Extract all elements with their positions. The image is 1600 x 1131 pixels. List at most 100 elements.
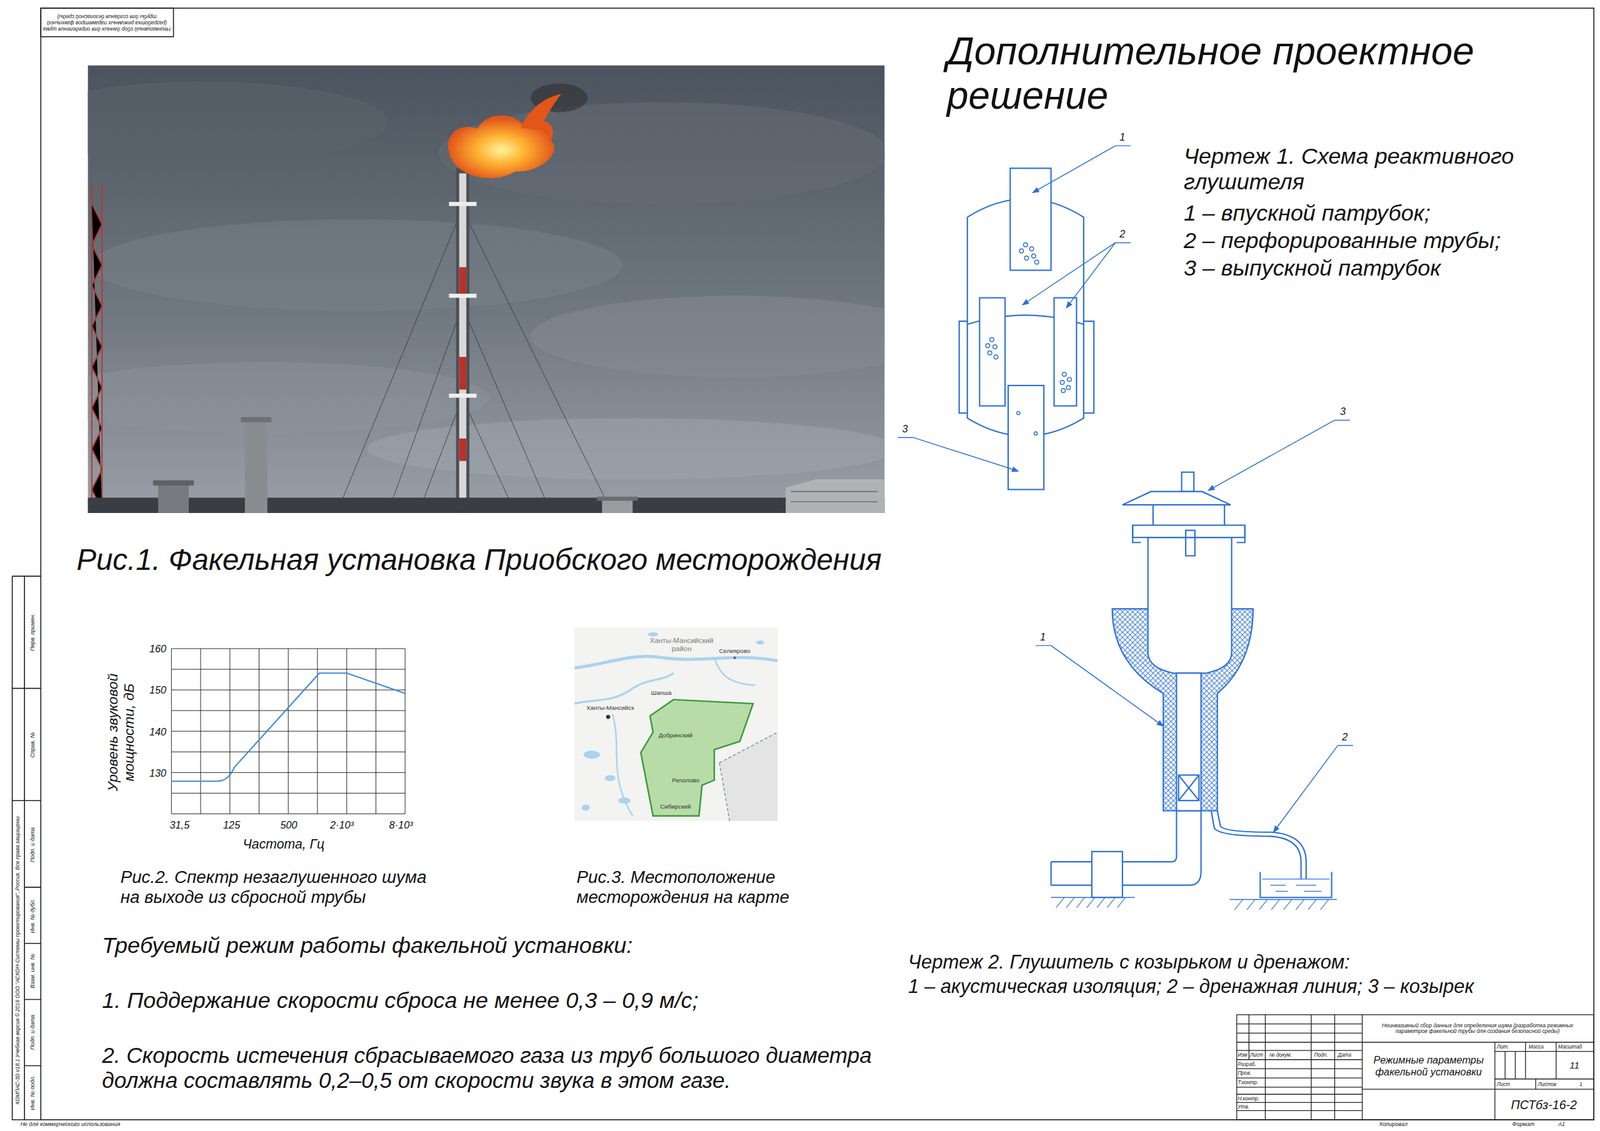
axis-tick: 31,5 xyxy=(169,819,190,832)
reactive-silencer-drawing-part-part xyxy=(1023,242,1029,247)
title-block-cell: Дата xyxy=(1337,1052,1352,1059)
location-map-part-part xyxy=(756,640,765,645)
map-label: Селиярово xyxy=(717,647,752,655)
flare-photo-part xyxy=(87,81,388,164)
reactive-silencer-drawing-part-part xyxy=(1024,256,1029,261)
location-map-part-part xyxy=(612,713,634,816)
stamp-text: Неинвазивный сбор данных для определения… xyxy=(43,13,171,32)
title-block-part xyxy=(1236,1024,1363,1112)
hooded-silencer-drawing-part xyxy=(1091,851,1123,898)
requirement-text: 1. Поддержание скорости сброса не менее … xyxy=(101,987,699,1014)
flare-photo-part xyxy=(448,393,477,399)
reactive-silencer-drawing-part xyxy=(1054,298,1077,407)
axis-tick: 2·10³ xyxy=(330,819,354,832)
noise-spectrum-chart-part-part xyxy=(171,648,405,814)
location-map-part xyxy=(574,656,778,816)
title-block-cell: Масса xyxy=(1528,1044,1544,1050)
title-block-cell: Лист xyxy=(1496,1081,1510,1088)
callout-number: 3 xyxy=(902,422,909,435)
reactive-silencer-drawing-part xyxy=(1010,168,1051,270)
legend-line: 2 – перфорированные трубы; xyxy=(1183,227,1501,254)
noise-spectrum-chart xyxy=(171,648,405,814)
reactive-silencer-drawing-part-part xyxy=(993,345,998,350)
figure-caption: Рис.3. Местоположение месторождения на к… xyxy=(576,867,817,908)
title-block-cell: Подп. xyxy=(1314,1052,1329,1059)
location-map-part-part xyxy=(583,750,600,759)
flare-photo-part xyxy=(448,201,477,207)
margin-label: Подп. и дата xyxy=(29,827,36,863)
sheet-frame-part xyxy=(12,576,42,1120)
sheet-title: Дополнительное проектное решение xyxy=(946,28,1478,119)
drawing-caption: Чертеж 2. Глушитель с козырьком и дренаж… xyxy=(908,951,1350,974)
reactive-silencer-drawing-part xyxy=(985,242,1072,435)
flare-photo-part xyxy=(336,209,613,514)
flare-photo-part xyxy=(790,491,878,502)
location-map-part xyxy=(733,656,737,660)
flare-photo-part xyxy=(530,295,885,378)
reactive-silencer-drawing-part-part xyxy=(1066,385,1071,390)
flare-photo-part xyxy=(240,417,272,423)
location-map-part-part xyxy=(648,632,659,637)
flare-photo-part xyxy=(367,418,885,480)
legend-line: 1 – акустическая изоляция; 2 – дренажная… xyxy=(908,975,1474,999)
flare-photo-part xyxy=(459,267,467,297)
sheet-frame-part xyxy=(40,8,174,37)
axis-tick: 160 xyxy=(149,643,167,655)
reactive-silencer-drawing-part-part xyxy=(993,355,999,360)
reactive-silencer-drawing-part-part xyxy=(1061,388,1066,394)
axis-tick: 140 xyxy=(149,725,167,738)
margin-label: Инв. № дубл. xyxy=(29,899,36,934)
margin-label: Перв. примен. xyxy=(29,613,36,652)
flare-photo-part xyxy=(158,484,189,514)
title-block-part xyxy=(1236,1015,1594,1120)
hooded-silencer-drawing-part-part xyxy=(1035,645,1164,727)
hooded-silencer-drawing-part xyxy=(1056,897,1329,910)
title-block-part xyxy=(1362,1015,1595,1120)
hooded-silencer-drawing-part xyxy=(1211,811,1307,880)
reactive-silencer-drawing-part xyxy=(1008,385,1044,490)
callout-number: 1 xyxy=(1119,130,1125,143)
title-block-cell: Изм xyxy=(1237,1052,1247,1059)
hooded-silencer-drawing-part xyxy=(1153,505,1225,526)
map-label: Шапша xyxy=(649,689,673,697)
map-label: Ханты-Мансийский район xyxy=(639,636,724,654)
title-block-cell: 11 xyxy=(1570,1060,1580,1072)
hooded-silencer-drawing-part xyxy=(1262,879,1330,892)
reactive-silencer-drawing-part-part xyxy=(898,437,1019,472)
reactive-silencer-drawing-part-part xyxy=(1019,248,1024,254)
axis-tick: 150 xyxy=(149,684,167,697)
callout-number: 1 xyxy=(1040,630,1046,643)
flare-photo-part xyxy=(87,497,885,513)
frame-note: Формат xyxy=(1512,1121,1535,1128)
location-map-part xyxy=(640,700,754,817)
flare-photo xyxy=(87,65,885,513)
reactive-silencer-drawing xyxy=(898,145,1131,490)
reactive-silencer-drawing-part-part xyxy=(1067,377,1072,382)
frame-note: Не для коммерческого использования xyxy=(20,1121,121,1128)
requirement-text: Требуемый режим работы факельной установ… xyxy=(101,932,633,959)
title-block-cell: Неинвазивный сбор данных для определения… xyxy=(1365,1023,1590,1036)
flare-photo-part xyxy=(596,496,638,502)
hooded-silencer-drawing-part xyxy=(1176,673,1201,811)
title-block-cell: Масштаб xyxy=(1558,1044,1582,1050)
flare-photo-part xyxy=(91,219,623,312)
reactive-silencer-drawing-part-part xyxy=(1022,242,1131,305)
axis-tick: 8·10³ xyxy=(389,819,414,832)
reactive-silencer-drawing-part-part xyxy=(987,350,992,355)
margin-label: Подп. и дата xyxy=(29,1015,36,1050)
reactive-silencer-drawing-part-part xyxy=(1034,431,1038,435)
reactive-silencer-drawing-part-part xyxy=(1035,260,1040,265)
hooded-silencer-drawing-part xyxy=(1035,420,1354,832)
sheet-frame xyxy=(12,8,1595,1120)
location-map-part xyxy=(574,627,778,822)
title-block-cell: Режимные параметры факельной установки xyxy=(1365,1054,1493,1079)
noise-spectrum-chart-part xyxy=(171,673,405,782)
figure-caption: Рис.1. Факельная установка Приобского ме… xyxy=(76,543,882,577)
location-map-part xyxy=(606,715,611,720)
hooded-silencer-drawing-part-part xyxy=(1208,420,1350,491)
location-map xyxy=(574,627,778,822)
flare-photo-part xyxy=(459,173,467,510)
hooded-silencer-drawing-part xyxy=(1148,537,1232,674)
title-block-cell: Лист xyxy=(1250,1052,1264,1059)
